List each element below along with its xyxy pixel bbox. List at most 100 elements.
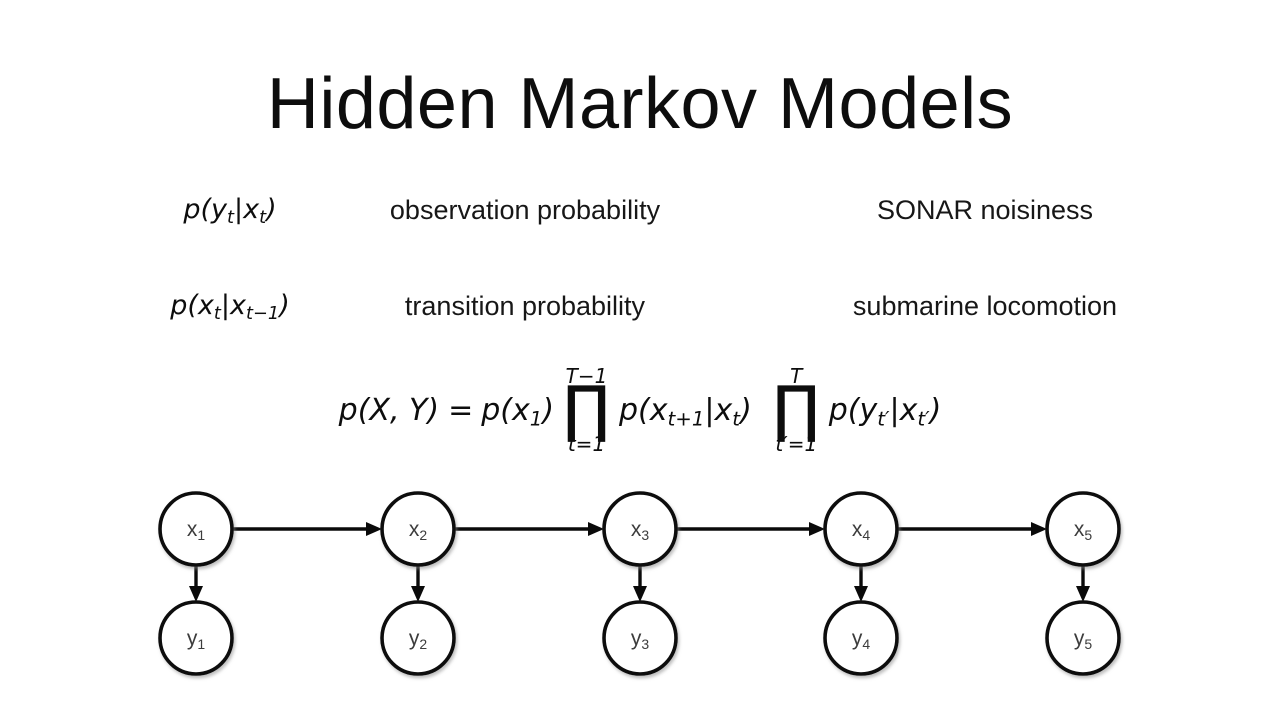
node-x2[interactable]: x2 (380, 491, 456, 567)
node-y2[interactable]: y2 (380, 600, 456, 676)
transition-probability-meaning: submarine locomotion (852, 291, 1118, 321)
transition-term-sub2: t (732, 407, 741, 431)
observation-nodes: y1 y2 y3 y4 y5 (158, 600, 1121, 676)
definition-row-observation: p(yt|xt) observation probability SONAR n… (0, 188, 1280, 232)
transition-term-prefix: p(x (618, 392, 668, 428)
formula-fn: p (183, 194, 201, 225)
node-y3[interactable]: y3 (602, 600, 678, 676)
transition-term-close: ) (740, 392, 752, 428)
node-y2-sub: 2 (419, 636, 427, 652)
svg-text:y3: y3 (631, 627, 650, 652)
product-lower-limit: t=1 (567, 431, 606, 456)
transition-edge-4-5 (898, 522, 1047, 536)
formula-bar: | (220, 290, 230, 321)
formula-cond: x (243, 194, 260, 225)
node-x2-base: x (409, 518, 420, 541)
node-y2-base: y (409, 627, 420, 650)
node-x5-sub: 5 (1084, 527, 1092, 543)
product-glyph-icon: ∏ (772, 372, 820, 446)
emission-term-sub2: t′ (917, 407, 930, 431)
emission-edges (189, 565, 1090, 602)
svg-text:y4: y4 (852, 627, 871, 652)
emission-term-bar: |x (889, 392, 918, 428)
node-y5-base: y (1074, 627, 1085, 650)
formula-var: y (211, 194, 228, 225)
emission-term-prefix: p(y (828, 392, 878, 428)
node-x4-sub: 4 (862, 527, 870, 543)
equation-equals-sign: = (448, 392, 474, 428)
product-lower-limit: t′=1 (775, 431, 818, 456)
node-y1-sub: 1 (197, 636, 205, 652)
formula-open: ( (200, 194, 212, 225)
initial-prefix: p(x (481, 392, 530, 428)
product-operator-transitions: T−1 ∏ t=1 (563, 366, 610, 454)
initial-close: ) (542, 392, 555, 428)
equation-emission-term: p(yt′|xt′) (828, 392, 942, 431)
node-x5[interactable]: x5 (1045, 491, 1121, 567)
product-operator-emissions: T ∏ t′=1 (773, 366, 820, 454)
svg-text:y2: y2 (409, 627, 428, 652)
emission-edge-2 (411, 565, 425, 602)
emission-term-sub1: t′ (877, 407, 890, 431)
joint-factorization-equation: p(X, Y)=p(x1) T−1 ∏ t=1 p(xt+1|xt) T ∏ t… (0, 352, 1280, 468)
formula-cond: x (229, 290, 246, 321)
node-x2-sub: 2 (419, 527, 427, 543)
observation-probability-label: observation probability (389, 195, 661, 225)
product-upper-limit: T (790, 364, 803, 389)
node-x1[interactable]: x1 (158, 491, 234, 567)
definition-row-transition: p(xt|xt−1) transition probability submar… (0, 284, 1280, 328)
svg-text:y1: y1 (187, 627, 206, 652)
equation-initial-term: p(x1) (481, 392, 555, 431)
initial-subscript: 1 (529, 407, 543, 431)
observation-probability-meaning: SONAR noisiness (876, 195, 1094, 225)
svg-text:x4: x4 (852, 518, 871, 543)
formula-close: ) (266, 194, 277, 225)
transition-edge-2-3 (455, 522, 604, 536)
node-x4[interactable]: x4 (823, 491, 899, 567)
formula-bar: | (234, 194, 244, 225)
node-y4-base: y (852, 627, 863, 650)
node-y4-sub: 4 (862, 636, 870, 652)
node-y4[interactable]: y4 (823, 600, 899, 676)
formula-cond-sub: t (259, 206, 267, 228)
node-x4-base: x (852, 518, 863, 541)
formula-var: x (197, 290, 214, 321)
svg-text:x5: x5 (1074, 518, 1093, 543)
svg-text:y5: y5 (1074, 627, 1093, 652)
node-x3[interactable]: x3 (602, 491, 678, 567)
transition-term-sub1: t+1 (667, 407, 705, 431)
node-y1[interactable]: y1 (158, 600, 234, 676)
product-upper-limit: T−1 (565, 364, 608, 389)
node-y5-sub: 5 (1084, 636, 1092, 652)
emission-edge-3 (633, 565, 647, 602)
hmm-graph-diagram: x1 x2 x3 x4 x5 (0, 480, 1280, 700)
hidden-state-nodes: x1 x2 x3 x4 x5 (158, 491, 1121, 567)
formula-open: ( (187, 290, 198, 321)
formula-var-sub: t (227, 206, 235, 228)
node-y3-base: y (631, 627, 642, 650)
node-x3-base: x (631, 518, 642, 541)
node-x3-sub: 3 (641, 527, 649, 543)
svg-text:x1: x1 (187, 518, 206, 543)
emission-edge-5 (1076, 565, 1090, 602)
page-title: Hidden Markov Models (266, 64, 1014, 144)
transition-edge-1-2 (233, 522, 382, 536)
emission-edge-4 (854, 565, 868, 602)
formula-close: ) (279, 290, 290, 321)
svg-text:x3: x3 (631, 518, 650, 543)
emission-term-close: ) (929, 392, 942, 428)
formula-var-sub: t (213, 302, 221, 324)
node-y1-base: y (187, 627, 198, 650)
transition-edge-3-4 (677, 522, 825, 536)
node-x1-base: x (187, 518, 198, 541)
transition-term-bar: |x (704, 392, 733, 428)
transition-probability-formula: p(xt|xt−1) (80, 284, 380, 328)
product-glyph-icon: ∏ (563, 372, 610, 446)
emission-edge-1 (189, 565, 203, 602)
formula-cond-sub: t−1 (245, 302, 280, 324)
equation-lhs: p(X, Y) (338, 392, 440, 428)
node-y5[interactable]: y5 (1045, 600, 1121, 676)
node-x1-sub: 1 (197, 527, 205, 543)
node-y3-sub: 3 (641, 636, 649, 652)
